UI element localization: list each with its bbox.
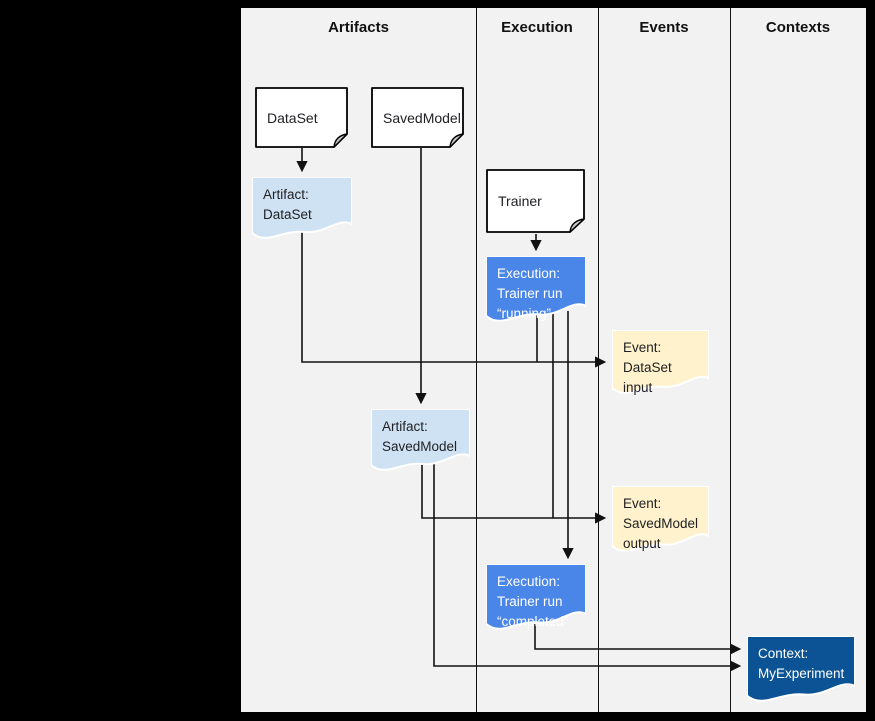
wave-shape xyxy=(612,486,709,552)
column-header-contexts: Contexts xyxy=(765,19,831,36)
savedmodel-node: SavedModel xyxy=(371,87,464,148)
document-shape xyxy=(255,87,348,148)
document-shape xyxy=(486,169,585,233)
execution-completed-label: Execution: Trainer run “completed” xyxy=(497,574,569,629)
wave-shape xyxy=(486,564,586,630)
savedmodel-label: SavedModel xyxy=(383,109,461,126)
event-savedmodel-output-node: Event: SavedModel output xyxy=(612,486,709,552)
wave-shape xyxy=(486,256,586,322)
event-savedmodel-output-label: Event: SavedModel output xyxy=(623,496,699,551)
artifact-savedmodel-label: Artifact: SavedModel xyxy=(382,419,458,454)
edge-artifact-savedmodel-to-event-output xyxy=(421,463,607,524)
edge-execution-completed-to-context xyxy=(534,624,742,655)
artifact-savedmodel-node: Artifact: SavedModel xyxy=(371,409,470,471)
wave-shape xyxy=(747,636,855,702)
trainer-node: Trainer xyxy=(486,169,585,233)
diagram-canvas: Artifacts Execution Events Contexts xyxy=(241,8,866,712)
column-divider xyxy=(730,8,731,712)
event-dataset-input-node: Event: DataSet input xyxy=(612,330,709,395)
wave-shape xyxy=(371,409,470,471)
trainer-label: Trainer xyxy=(498,193,542,209)
connector-lines xyxy=(296,148,742,672)
artifact-dataset-node: Artifact: DataSet xyxy=(252,177,352,239)
edge-artifact-savedmodel-to-context xyxy=(433,463,742,672)
wave-shape xyxy=(612,330,709,394)
execution-completed-node: Execution: Trainer run “completed” xyxy=(486,564,586,630)
context-myexperiment-label: Context: MyExperiment xyxy=(758,646,845,681)
context-myexperiment-node: Context: MyExperiment xyxy=(747,636,855,702)
edge-artifact-dataset-to-event-input xyxy=(301,230,607,368)
column-header-artifacts: Artifacts xyxy=(328,19,389,36)
execution-running-label: Execution: Trainer run “running” xyxy=(497,266,563,321)
dataset-label: DataSet xyxy=(267,109,318,126)
artifact-dataset-label: Artifact: DataSet xyxy=(263,187,312,222)
column-header-execution: Execution xyxy=(501,19,573,36)
event-dataset-input-label: Event: DataSet input xyxy=(623,340,672,395)
execution-running-node: Execution: Trainer run “running” xyxy=(486,256,586,322)
column-header-events: Events xyxy=(639,19,689,36)
dataset-node: DataSet xyxy=(255,87,348,148)
column-divider xyxy=(476,8,477,712)
wave-shape xyxy=(252,177,352,239)
document-shape xyxy=(371,87,464,148)
